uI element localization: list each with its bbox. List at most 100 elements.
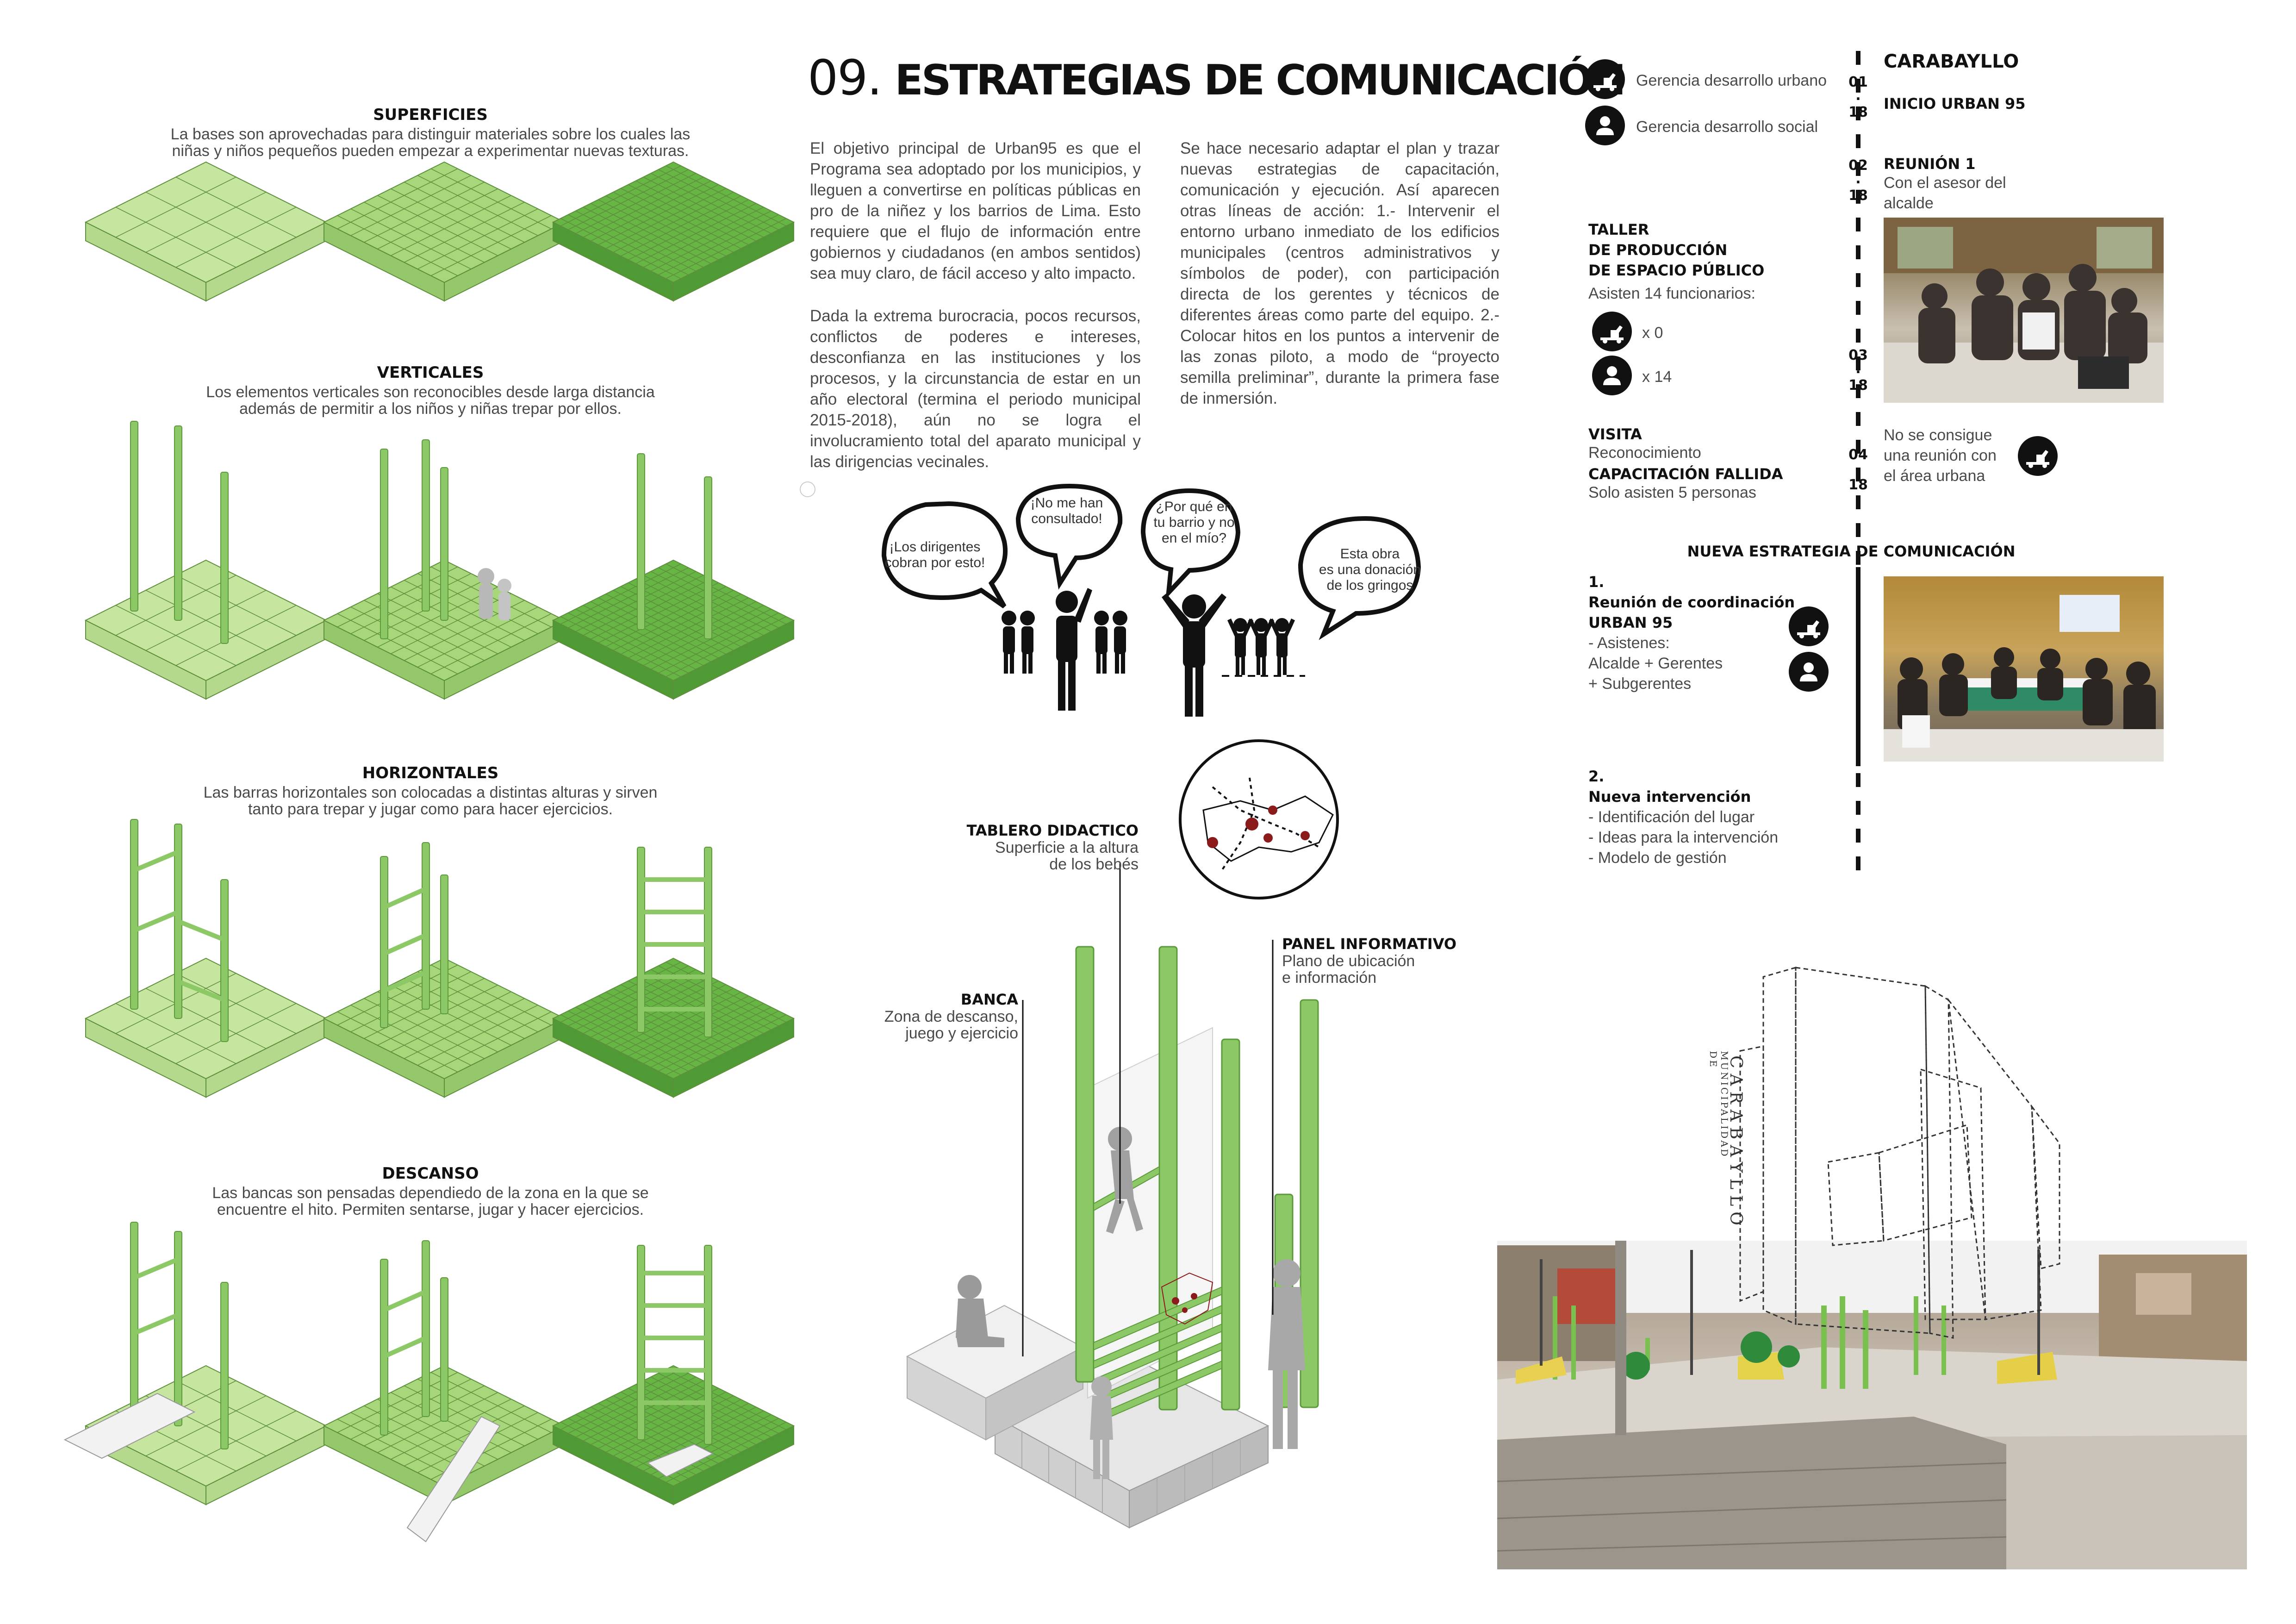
grid-line	[417, 175, 538, 236]
date-year: 18	[1848, 377, 1868, 394]
green-pole	[440, 467, 448, 621]
step-number: 2.	[1588, 768, 1605, 785]
section-text: Los elementos verticales son reconocible…	[206, 383, 655, 401]
speech-bubble	[1298, 516, 1421, 640]
horizontal-bar	[382, 887, 428, 910]
grid-line	[650, 173, 772, 234]
label-line: e información	[1282, 969, 1377, 987]
bubble-text-4: Esta obra es una donación de los gringos	[1310, 546, 1430, 593]
bubble-line: tu barrio y no	[1153, 515, 1235, 530]
meeting-photo-2	[1884, 576, 2164, 762]
grid-line	[391, 1392, 511, 1453]
title-number: 09.	[808, 50, 882, 106]
grid-line	[417, 573, 538, 634]
sign-municipalidad: MUNICIPALIDAD DE	[1708, 1051, 1730, 1158]
grid-line	[613, 1395, 734, 1456]
grid-line	[620, 1399, 741, 1460]
grid-line	[350, 1005, 472, 1066]
grid-line	[430, 1372, 552, 1433]
nueva-heading: NUEVA ESTRATEGIA DE COMUNICACIÓN	[1687, 543, 2016, 560]
grid-line	[337, 613, 458, 675]
people-group-right	[1162, 593, 1305, 717]
grid-line	[175, 1380, 297, 1442]
step-line: - Identificación del lugar	[1588, 808, 1755, 826]
section-text: La bases son aprovechadas para distingui…	[170, 125, 691, 143]
standing-figure	[1268, 1259, 1305, 1449]
green-pole	[380, 449, 388, 639]
green-pole	[704, 1245, 712, 1445]
grid-line	[145, 590, 267, 651]
no-reunion-line: el área urbana	[1884, 467, 1985, 485]
no-reunion-line: una reunión con	[1884, 447, 1997, 464]
grid-line	[417, 1379, 538, 1440]
grid-line	[666, 218, 787, 279]
urban-dev-icon	[2018, 436, 2058, 476]
green-pole	[422, 842, 430, 1010]
ramp-block	[406, 1416, 501, 1543]
grid-line	[417, 208, 538, 269]
grid-line	[377, 195, 498, 256]
grid-line	[620, 195, 741, 256]
grid-line	[404, 1405, 525, 1467]
date-year: 18	[1848, 477, 1868, 493]
child-figure	[1090, 1376, 1113, 1479]
grid-line	[350, 573, 472, 634]
bubble-text-2: ¡No me han consultado!	[1018, 495, 1115, 527]
grid-line	[391, 587, 511, 648]
section-text: niñas y niños pequeños pueden empezar a …	[172, 142, 689, 160]
grid-line	[377, 188, 498, 250]
grid-line	[666, 165, 787, 226]
capacitacion-sub: Solo asisten 5 personas	[1588, 484, 1756, 501]
label-title: PANEL INFORMATIVO	[1282, 935, 1457, 953]
step-line: - Modelo de gestión	[1588, 849, 1727, 867]
reunion-line: alcalde	[1884, 194, 1934, 212]
grid-line	[377, 1392, 498, 1453]
section-superficies: SUPERFICIES La bases son aprovechadas pa…	[153, 106, 708, 161]
grid-line	[377, 587, 498, 648]
section-horizontales: HORIZONTALES Las barras horizontales son…	[153, 764, 708, 819]
urban-dev-icon	[1592, 312, 1632, 351]
grid-line	[666, 1422, 787, 1483]
grid-line	[650, 1006, 772, 1068]
section-text: Las barras horizontales son colocadas a …	[203, 784, 658, 801]
grid-line	[391, 991, 511, 1052]
date-dot: .	[1855, 87, 1861, 104]
green-pole	[174, 1231, 182, 1426]
person-silhouette	[478, 568, 494, 585]
bubble-line: de los gringos	[1326, 578, 1413, 593]
label-tablero: TABLERO DIDACTICO Superficie a la altura…	[953, 822, 1139, 873]
date-month: 04	[1848, 447, 1868, 463]
visita-title: VISITA	[1588, 425, 1642, 443]
grid-line	[643, 1380, 764, 1442]
grid-line	[635, 578, 757, 640]
bubble-line: Esta obra	[1340, 546, 1400, 562]
social-dev-icon	[1592, 356, 1632, 395]
people-group-left	[1002, 588, 1127, 711]
date-dot: .	[1855, 171, 1861, 187]
grid-line	[337, 566, 458, 628]
grid-line	[175, 605, 297, 666]
taller-sub: Asisten 14 funcionarios:	[1588, 285, 1755, 302]
section-text: encuentre el hito. Permiten sentarse, ju…	[217, 1201, 644, 1218]
timeline-place: CARABAYLLO	[1884, 51, 2019, 72]
date-dot: .	[1855, 361, 1861, 377]
hito-axonometric-diagram	[906, 739, 1339, 1529]
legend-urban: Gerencia desarrollo urbano	[1636, 72, 1827, 89]
grid-line	[417, 971, 538, 1032]
isometric-grid-drawings	[63, 161, 795, 1543]
no-reunion-line: No se consigue	[1884, 426, 1992, 444]
green-pole	[422, 1240, 430, 1417]
step-line: + Subgerentes	[1588, 675, 1692, 693]
grid-line	[643, 176, 764, 238]
green-pole	[380, 856, 388, 1028]
green-pole	[422, 439, 430, 612]
grid-line	[377, 985, 498, 1046]
green-pole	[704, 476, 712, 639]
section-heading: HORIZONTALES	[362, 764, 499, 782]
person-silhouette	[498, 593, 510, 620]
bench	[906, 1305, 1084, 1441]
bubble-text-3: ¿Por qué en tu barrio y no en el mío?	[1143, 499, 1245, 546]
grid-line	[658, 214, 779, 275]
bench-block	[63, 1393, 196, 1459]
green-pole	[440, 874, 448, 1014]
